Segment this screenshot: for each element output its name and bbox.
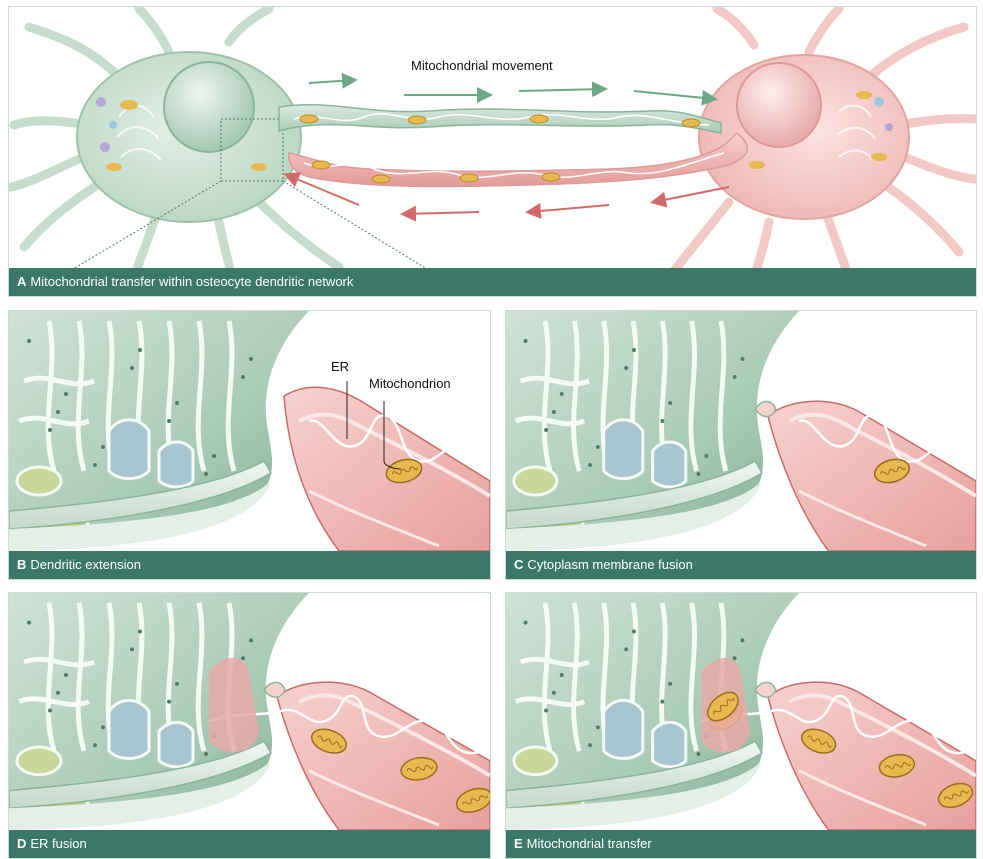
green-movement-arrows: [309, 80, 714, 99]
panel-a: Mitochondrial movement A Mitochondrial tr…: [8, 6, 977, 297]
panel-b: ER Mitochondrion B Dendritic extension: [8, 310, 491, 580]
er-label: ER: [331, 359, 349, 374]
panel-a-caption-text: Mitochondrial transfer within osteocyte …: [30, 274, 353, 289]
membrane-fusion-illustration: [506, 311, 976, 551]
panel-c-letter: C: [514, 557, 523, 572]
panel-d: D ER fusion: [8, 592, 491, 859]
mitochondrial-movement-label: Mitochondrial movement: [411, 58, 553, 73]
panel-e-letter: E: [514, 836, 523, 851]
panel-d-caption-text: ER fusion: [30, 836, 86, 851]
panel-b-caption: B Dendritic extension: [9, 551, 490, 579]
panel-a-letter: A: [17, 274, 26, 289]
panel-e-caption: E Mitochondrial transfer: [506, 830, 976, 858]
pink-dendritic-process: [289, 133, 748, 187]
mitochondrion-label: Mitochondrion: [369, 376, 451, 391]
panel-c-caption-text: Cytoplasm membrane fusion: [527, 557, 692, 572]
dendritic-extension-illustration: [9, 311, 490, 551]
osteocyte-network-illustration: [9, 7, 976, 296]
panel-c: C Cytoplasm membrane fusion: [505, 310, 977, 580]
pink-nucleus: [737, 63, 821, 147]
panel-e-caption-text: Mitochondrial transfer: [527, 836, 652, 851]
panel-c-caption: C Cytoplasm membrane fusion: [506, 551, 976, 579]
mitochondrial-transfer-illustration: [506, 593, 976, 830]
panel-b-letter: B: [17, 557, 26, 572]
panel-e: E Mitochondrial transfer: [505, 592, 977, 859]
panel-b-caption-text: Dendritic extension: [30, 557, 141, 572]
green-nucleus: [164, 62, 254, 152]
panel-d-caption: D ER fusion: [9, 830, 490, 858]
er-fusion-illustration: [9, 593, 490, 830]
panel-a-caption: A Mitochondrial transfer within osteocyte…: [9, 268, 976, 296]
panel-d-letter: D: [17, 836, 26, 851]
